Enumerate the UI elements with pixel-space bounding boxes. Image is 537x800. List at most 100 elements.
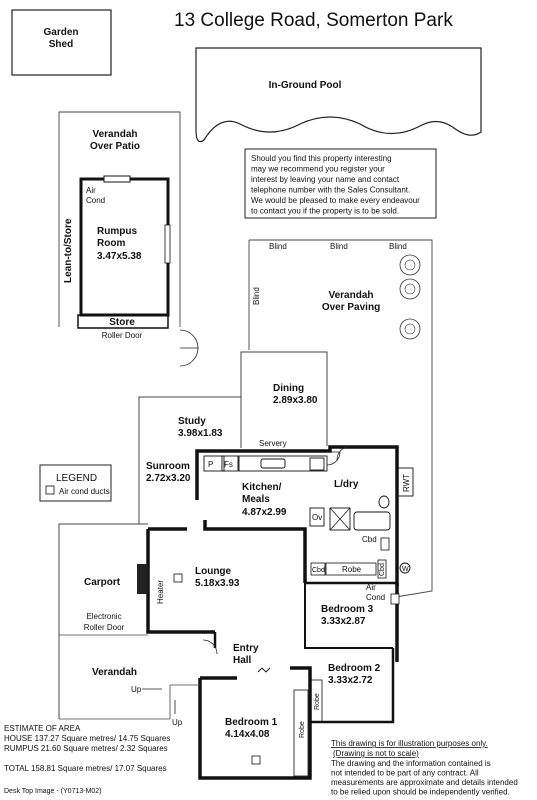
kitchen-label: Kitchen/Meals [242,482,282,505]
footer-image-id: Desk Top Image - (Y0713-M02) [4,788,102,795]
cupboard-label-1: Cbd [362,535,377,544]
cupboard-box-2 [310,562,326,576]
legend-box [39,464,112,502]
air-cond-unit [390,593,400,605]
robe-label-bed3: Robe [342,565,362,574]
laundry-label: L/dry [334,479,359,490]
air-cond-duct-icon [173,573,183,583]
cupboard-label-2: Cbd [312,567,325,574]
air-cond-duct-icon [251,755,261,765]
kitchen-dims: 4.87x2.99 [242,507,287,518]
pool-label: In-Ground Pool [269,80,342,91]
heater-icon [137,564,148,594]
disclaimer-line1: This drawing is for illustration purpose… [331,739,488,748]
blind-label-2: Blind [330,242,348,251]
lounge-dims: 5.18x3.93 [195,578,240,589]
area-rumpus: RUMPUS 21.60 Square metres/ 2.32 Squares [4,744,168,753]
verandah-paving-outline [249,239,433,598]
study-dims: 3.98x1.83 [178,428,223,439]
pantry-label: P [208,460,213,469]
store-label: Store [109,317,135,328]
bedroom2-label: Bedroom 2 [328,663,381,674]
sunroom-dims: 2.72x3.20 [146,473,191,484]
fs-label: Fs [224,460,233,469]
carport-outline [58,523,148,719]
legend-item: Air cond ducts [59,487,110,496]
house-wall-lounge [146,529,215,634]
cupboard-box-3 [377,559,387,579]
bedroom1-wall [198,666,312,780]
robe-label-bed2: Robe [314,693,321,710]
robe-box-bed3 [325,562,377,576]
carport-label: Carport [84,577,121,588]
bedroom3-wall [304,583,393,649]
bedroom3-label: Bedroom 3 [321,604,374,615]
rwt-box [397,467,414,497]
verandah-label: Verandah [92,667,137,678]
pool-outline [195,47,482,143]
rumpus-window [103,175,131,183]
cupboard-label-3: Cbd [379,563,386,576]
page-title: 13 College Road, Somerton Park [174,10,453,31]
sink-icon [260,458,286,469]
house-wall-north [195,445,399,586]
house-wall-lounge-top [148,520,307,583]
garden-shed-outline [11,9,112,76]
oven-label: Ov [312,513,322,522]
bedroom1-door-icon [257,667,271,673]
notice-box [244,148,437,219]
bath-icon [353,511,391,531]
disclaimer-line2: (Drawing is not to scale) [333,749,419,758]
robe-box-bed1 [293,689,309,777]
shower-box [329,507,351,531]
water-heater-icon [399,562,411,574]
rwt-label: RWT [402,474,411,492]
toilet-icon [378,495,390,509]
kitchen-bench [238,455,328,472]
lean-to-store-label: Lean-to/Store [63,218,74,283]
fridge-space-box [221,455,239,472]
roller-door-label: Roller Door [102,331,143,340]
study-label: Study [178,416,206,427]
dining-dims: 2.89x3.80 [273,395,318,406]
disclaimer-body: The drawing and the information containe… [331,759,518,797]
blind-label-side: Blind [252,287,261,305]
air-cond-duct-icon [45,485,55,495]
area-house: HOUSE 137.27 Square metres/ 14.75 Square… [4,734,170,743]
store-outline [77,314,169,329]
door-swing [179,329,199,349]
lounge-label: Lounge [195,566,232,577]
pantry-box [203,455,225,472]
tree-icon [399,254,421,276]
oven-box [309,507,325,527]
water-heater-label: W [402,566,409,573]
basin-icon [380,537,390,551]
servery-label: Servery [259,439,287,448]
shower-cross [329,507,351,531]
blind-label-3: Blind [389,242,407,251]
dining-label: Dining [273,383,304,394]
bedroom1-dims: 4.14x4.08 [225,729,270,740]
door-swing [336,445,352,461]
bedroom1-label: Bedroom 1 [225,717,278,728]
cooktop-icon [309,457,325,471]
notice-text: Should you find this property interestin… [251,154,420,216]
up-label-2: Up [172,718,183,727]
robe-label-bed1: Robe [299,721,306,738]
rumpus-side-window [164,224,171,264]
verandah-patio-outline [58,111,181,327]
tree-icon [399,278,421,300]
bedroom2-dims: 3.33x2.72 [328,675,373,686]
tree-icon [399,318,421,340]
robe-box-bed2 [309,679,323,723]
door-swing [202,639,218,655]
bedroom3-dims: 3.33x2.87 [321,616,366,627]
area-heading: ESTIMATE OF AREA [4,724,81,733]
